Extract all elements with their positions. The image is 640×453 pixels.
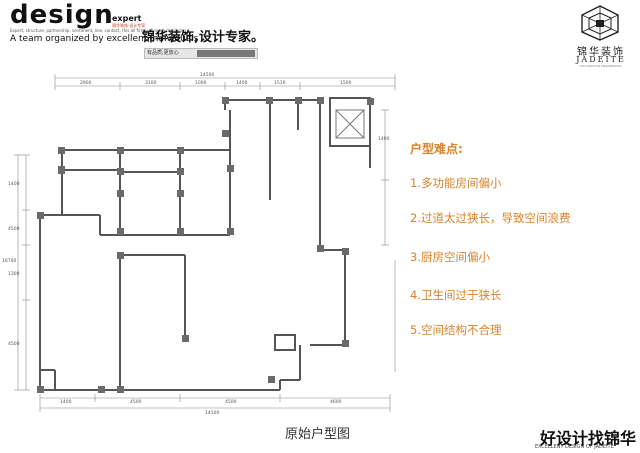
dim-left-3: 1300 (8, 271, 20, 277)
dim-top-5: 1510 (274, 80, 286, 86)
dim-left-4: 4500 (8, 341, 20, 347)
plan-caption: 原始户型图 (285, 427, 351, 442)
difficulty-item: 2.过道太过狭长，导致空间浪费 (410, 211, 571, 225)
difficulty-item: 3.厨房空间偏小 (410, 250, 490, 264)
dim-bottom-2: 4500 (130, 399, 142, 405)
brand-strip-bar (197, 50, 255, 57)
dim-top-1: 2900 (80, 80, 92, 86)
brand-sub-red: 锦华装饰·设计专家 (112, 23, 146, 28)
difficulty-item: 5.空间结构不合理 (410, 323, 502, 337)
dim-bottom-1: 1400 (60, 399, 72, 405)
logo-tiny-text: DECORATION ENGINEERING (580, 64, 622, 68)
dim-bottom-total: 14500 (205, 410, 219, 416)
columns (37, 97, 374, 393)
dim-top-6: 1500 (340, 80, 352, 86)
dim-top-3: 1000 (195, 80, 207, 86)
footer-slogan: 好设计找锦华 (540, 429, 637, 448)
brand-strip: 有品质,更放心 (144, 48, 258, 59)
dim-top-2: 3100 (145, 80, 157, 86)
logo-en-name: JADEITE (576, 55, 626, 64)
difficulty-title: 户型难点: (410, 142, 463, 156)
logo-cn-name: 锦华装饰 (577, 47, 625, 58)
dim-left-2: 4500 (8, 226, 20, 232)
brand-small-line: Expert, structure, partnership, sentimen… (10, 28, 186, 33)
elevator-x (335, 109, 365, 139)
dim-bottom-3: 4500 (225, 399, 237, 405)
dimension-texts: 14500 2900 3100 1000 1400 1510 1500 1400… (2, 72, 390, 416)
dim-bottom-4: 4600 (330, 399, 342, 405)
footer-sub-slogan: EXCELLENT DESIGN OF JADEITE (535, 444, 614, 450)
dim-left-total: 16700 (2, 258, 16, 264)
brand-strip-label: 有品质,更放心 (147, 50, 179, 56)
brand-cn-title: 锦华装饰,设计专家。 (142, 30, 264, 45)
jadeite-logo-icon (581, 5, 619, 41)
brand-expert-word: expert (112, 14, 142, 23)
difficulty-item: 1.多功能房间偏小 (410, 176, 502, 190)
brand-tagline: A team organized by excellent individual… (10, 34, 199, 44)
dim-left-1: 1400 (8, 181, 20, 187)
dimension-lines (14, 74, 396, 412)
brand-design-wordmark: design (10, 0, 114, 30)
dim-right-1: 1400 (378, 136, 390, 142)
dim-top-4: 1400 (236, 80, 248, 86)
walls (39, 97, 371, 391)
dim-top-total: 14500 (200, 72, 214, 78)
difficulty-item: 4.卫生间过于狭长 (410, 288, 502, 302)
